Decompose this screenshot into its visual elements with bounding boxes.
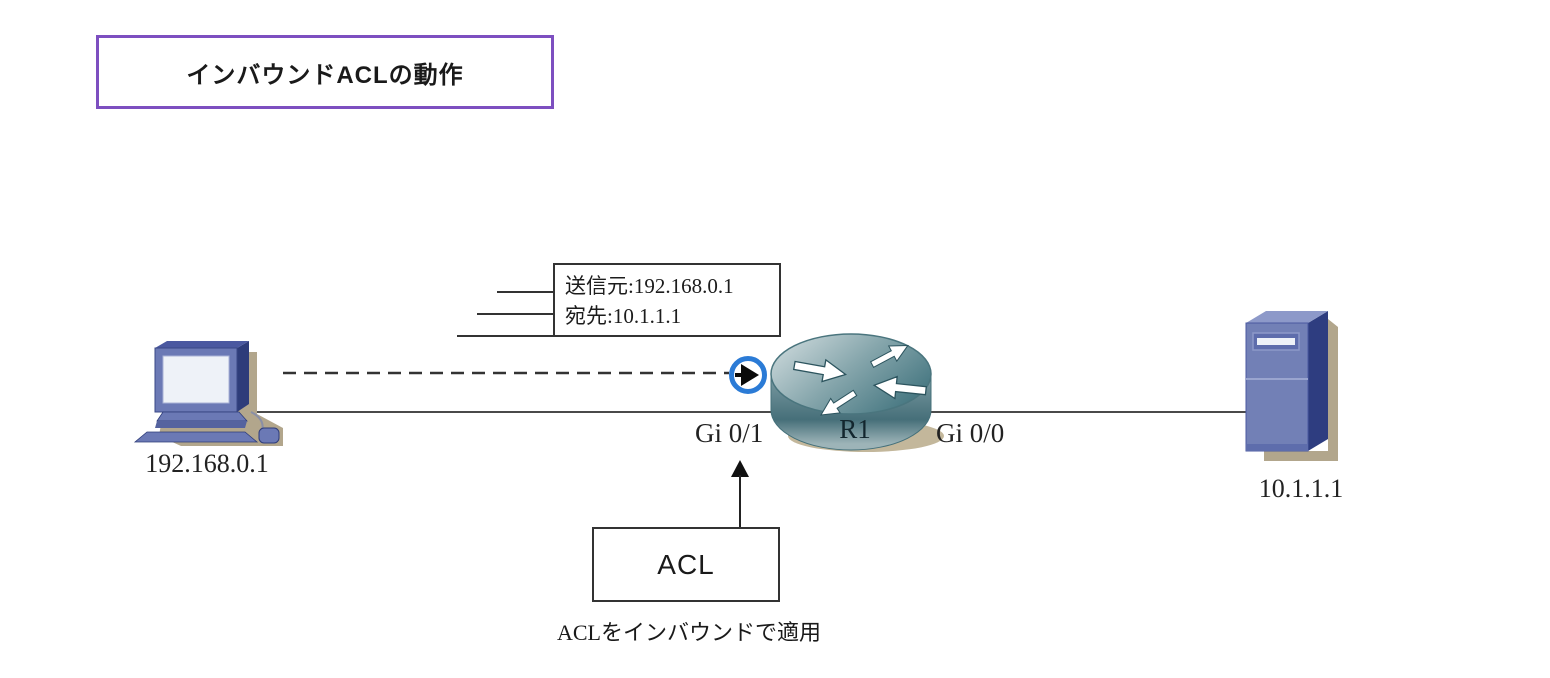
packet-leader-line	[497, 291, 554, 293]
acl-box: ACL	[592, 527, 780, 602]
pc-icon	[133, 341, 283, 446]
router-interface-gi01-label: Gi 0/1	[695, 418, 764, 448]
diagram-title-text: インバウンドACLの動作	[186, 61, 464, 89]
acl-box-label: ACL	[657, 548, 715, 580]
router-icon: R1	[770, 333, 944, 452]
router-arrows-icon	[792, 344, 927, 416]
acl-caption: ACLをインバウンドで適用	[557, 620, 822, 645]
packet-leader-line	[457, 335, 554, 337]
pc-ip-label: 192.168.0.1	[145, 449, 269, 478]
link-line	[256, 411, 1246, 413]
inbound-packet-marker-icon	[729, 356, 767, 394]
packet-info-box: 送信元:192.168.0.1 宛先:10.1.1.1	[553, 263, 781, 337]
diagram-title: インバウンドACLの動作	[96, 35, 554, 109]
packet-source-line: 送信元:192.168.0.1	[565, 274, 734, 298]
router-interface-gi00-label: Gi 0/0	[936, 418, 1005, 448]
acl-arrow-line	[739, 475, 741, 527]
packet-destination-line: 宛先:10.1.1.1	[565, 303, 682, 328]
server-ip-label: 10.1.1.1	[1258, 474, 1344, 503]
acl-arrow-head	[731, 460, 749, 477]
packet-flow-dashed-line	[283, 371, 729, 375]
packet-leader-line	[477, 313, 554, 315]
server-icon	[1245, 311, 1338, 461]
router-name-label: R1	[839, 414, 871, 444]
